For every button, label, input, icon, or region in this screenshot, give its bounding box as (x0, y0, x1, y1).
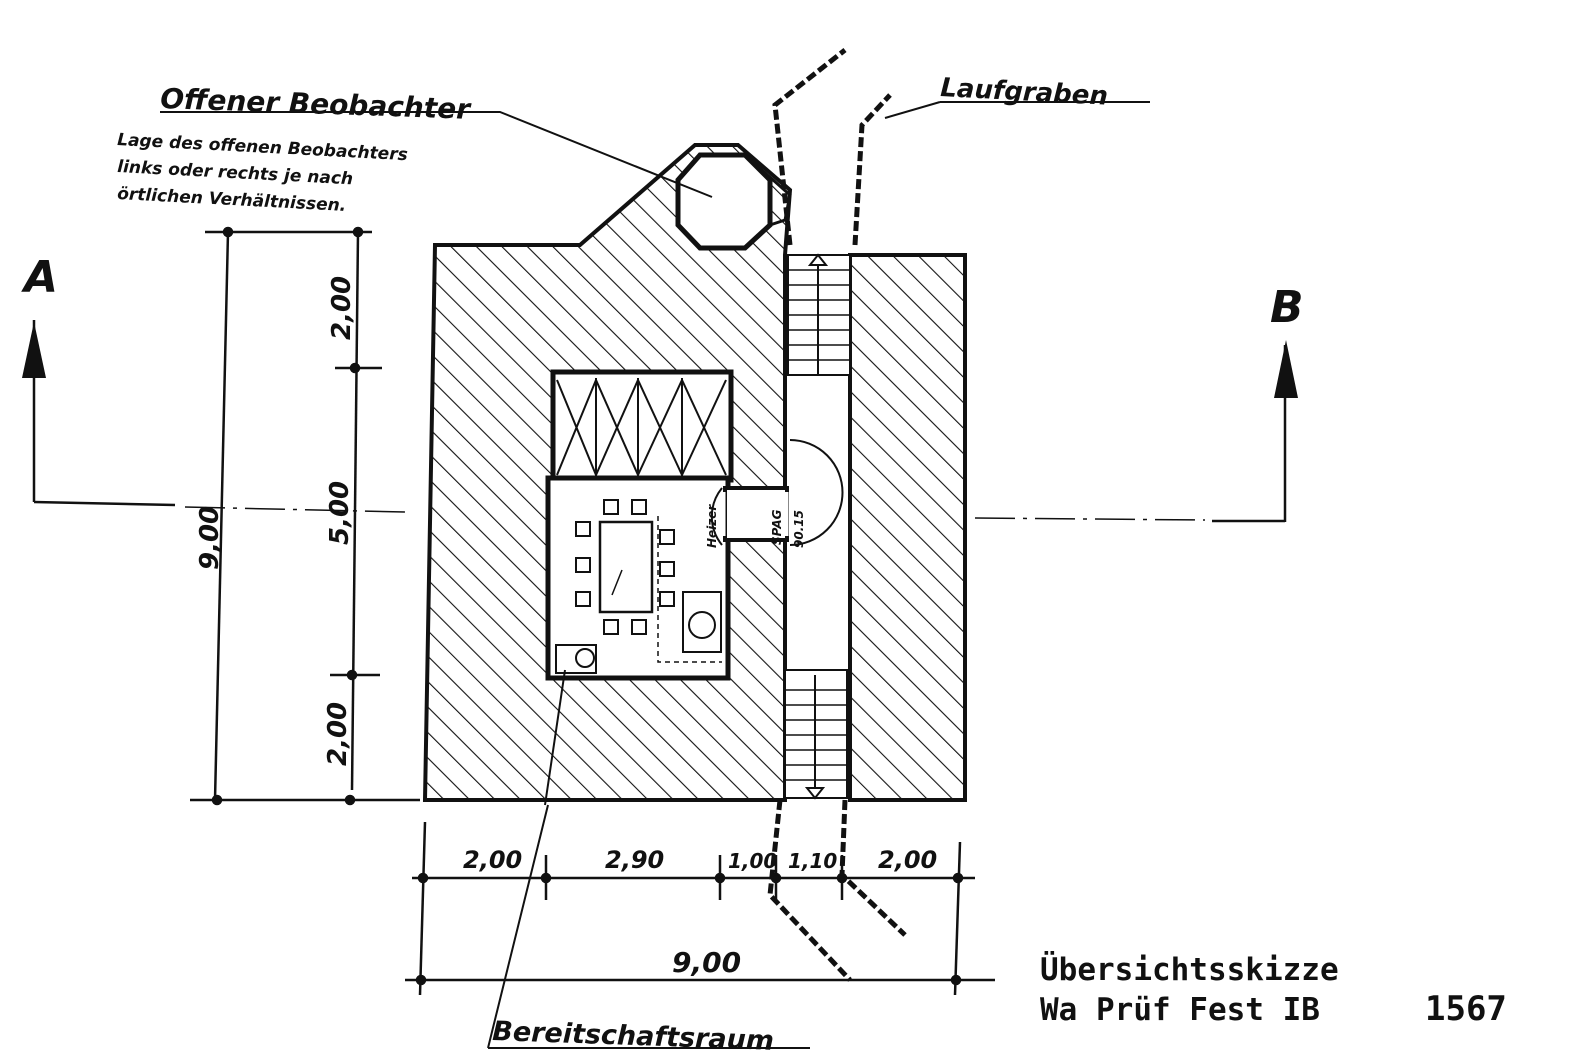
dim-bottom-1: 2,00 (463, 846, 522, 874)
stairs-bottom (784, 669, 848, 800)
caption-title: Übersichtsskizze (1040, 951, 1339, 988)
door-label-right: 90.15 (792, 510, 806, 548)
stairs-top (787, 253, 851, 376)
right-wall-mass (848, 253, 967, 802)
door-label-left: SPAG (770, 509, 784, 545)
dim-left-top: 2,00 (327, 276, 357, 340)
door-swing-left (710, 487, 723, 546)
door-swing-right (789, 439, 844, 546)
section-marker-b: B (974, 282, 1304, 523)
table (598, 520, 654, 614)
dim-bottom-2: 2,90 (605, 846, 664, 874)
dim-bottom-4: 1,10 (788, 849, 837, 873)
dim-left-middle: 5,00 (325, 481, 355, 545)
vertical-dimensions (190, 226, 420, 806)
horizontal-dimensions (405, 821, 995, 996)
observer-octagon (675, 152, 773, 251)
observer-note-line-3: örtlichen Verhältnissen. (117, 184, 347, 216)
section-marker-a: A (21, 252, 406, 513)
interior-room: Heizer SPAG 90.15 (545, 369, 844, 681)
section-a-arrow-icon (22, 322, 46, 378)
heater-label: Heizer (705, 504, 719, 548)
leader-lines (160, 101, 1150, 1049)
dim-left-bottom: 2,00 (323, 702, 353, 766)
trench-label: Laufgraben (940, 73, 1109, 112)
section-b-arrow-icon (1274, 340, 1298, 398)
section-a-letter: A (21, 252, 58, 303)
dim-bottom-3: 1,00 (728, 849, 777, 873)
observer-note-line-2: links oder rechts je nach (117, 157, 354, 189)
caption-reference: Wa Prüf Fest IB (1040, 992, 1320, 1028)
section-b-letter: B (1270, 282, 1304, 333)
stools (575, 499, 675, 635)
ready-room-label: Bereitschaftsraum (492, 1016, 775, 1057)
dim-bottom-5: 2,00 (878, 846, 937, 874)
caption-number: 1567 (1425, 989, 1507, 1029)
observer-title: Offener Beobachter (160, 82, 473, 126)
dim-left-total: 9,00 (195, 506, 225, 570)
dim-bottom-total: 9,00 (672, 946, 741, 979)
